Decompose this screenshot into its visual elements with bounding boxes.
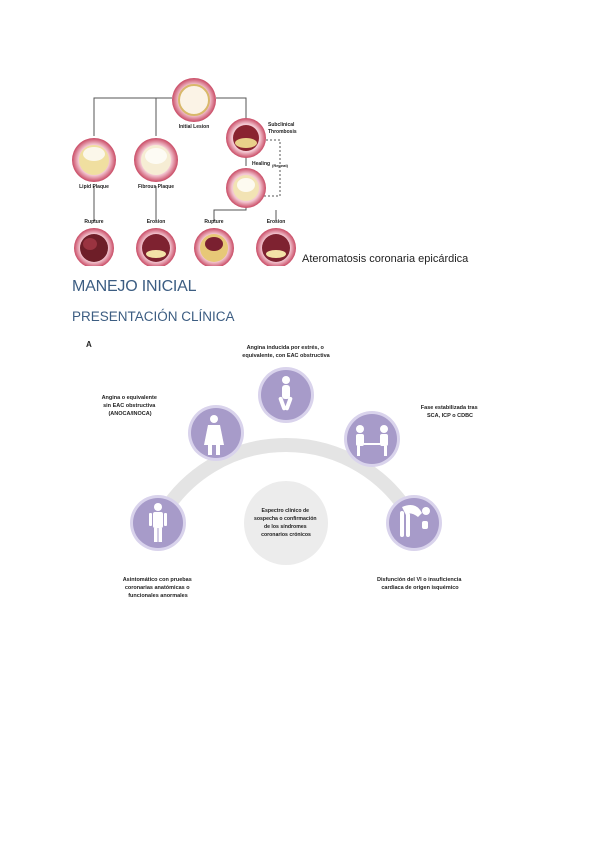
label-fibrous-plaque: Fibrous Plaque [138,184,174,190]
node-anoca-inoca [188,405,244,461]
label-anoca-inoca-line-3: (ANOCA/INOCA) [108,411,151,417]
label-stabilized-phase-line-1: Fase estabilizada tras [421,405,478,411]
label-stress-angina-line-1: Angina inducida por estrés, o [247,345,325,351]
label-anoca-inoca-line-1: Angina o equivalente [102,395,157,401]
node-asymptomatic [130,495,186,551]
label-initial-lesion: Initial Lesion [179,124,210,130]
node-stabilized-phase [344,411,400,467]
doctor-consultation-icon [356,425,388,456]
spectrum-arc [151,437,421,527]
rupture-artery-2 [194,228,234,266]
label-lv-dysfunction-line-1: Disfunción del VI o insuficiencia [377,577,462,583]
label-stabilized-phase-line-2: SCA, ICP o CDBC [427,413,473,419]
label-lv-dysfunction: Disfunción del VI o insuficiencia cardia… [377,577,463,591]
fibrous-plaque-artery [134,138,178,182]
label-stabilized-phase: Fase estabilizada tras SCA, ICP o CDBC [421,405,479,419]
label-erosion-2: Erosion [267,219,286,225]
label-subclinical: Subclinical [268,122,295,128]
section-heading: MANEJO INICIAL [72,278,197,295]
panel-letter: A [86,340,92,349]
label-repeat: (Repeat) [272,163,289,168]
clinical-spectrum-svg: A Espectro clínico de sospecha o confirm… [86,340,479,599]
atheroma-diagram: Initial Lesion Subclinical Thrombosis He… [68,76,300,266]
label-anoca-inoca-line-2: sin EAC obstructiva [103,403,156,409]
atheroma-diagram-svg: Initial Lesion Subclinical Thrombosis He… [72,78,297,266]
label-erosion-1: Erosion [147,219,166,225]
subsection-heading: PRESENTACIÓN CLÍNICA [72,309,235,324]
label-asymptomatic-line-1: Asintomático con pruebas [123,577,192,583]
center-line-2: sospecha o confirmación [254,516,317,522]
subclinical-thrombosis-artery [226,118,266,158]
label-asymptomatic: Asintomático con pruebas coronarias anat… [123,577,194,599]
label-rupture-2: Rupture [204,219,223,225]
bent-over-person-icon [400,505,430,537]
label-lv-dysfunction-line-2: cardiaca de origen isquémico [381,585,459,591]
standing-person-icon [149,503,167,542]
erosion-artery-1 [136,228,176,266]
clinical-spectrum-diagram: A Espectro clínico de sospecha o confirm… [80,335,520,605]
lipid-plaque-artery [72,138,116,182]
label-healing: Healing [252,161,270,167]
initial-lesion-artery [172,78,216,122]
rupture-artery-1 [74,228,114,266]
center-text: Espectro clínico de sospecha o confirmac… [254,508,318,538]
label-rupture-1: Rupture [84,219,103,225]
label-stress-angina-line-2: equivalente, con EAC obstructiva [242,353,330,359]
label-stress-angina: Angina inducida por estrés, o equivalent… [242,345,330,359]
label-thrombosis: Thrombosis [268,129,297,135]
healed-plaque-artery [226,168,266,208]
node-lv-dysfunction [386,495,442,551]
woman-chest-pain-icon [204,415,224,455]
label-asymptomatic-line-3: funcionales anormales [128,593,188,599]
center-circle [244,481,328,565]
center-line-4: coronarios crónicos [261,532,311,538]
label-lipid-plaque: Lipid Plaque [79,184,109,190]
label-anoca-inoca: Angina o equivalente sin EAC obstructiva… [102,395,159,417]
erosion-artery-2 [256,228,296,266]
running-person-icon [278,376,293,411]
label-asymptomatic-line-2: coronarias anatómicas o [125,585,190,591]
center-line-3: de los síndromes [264,524,307,530]
node-stress-angina [258,367,314,423]
center-line-1: Espectro clínico de [261,508,309,514]
figure-caption: Ateromatosis coronaria epicárdica [302,253,469,265]
